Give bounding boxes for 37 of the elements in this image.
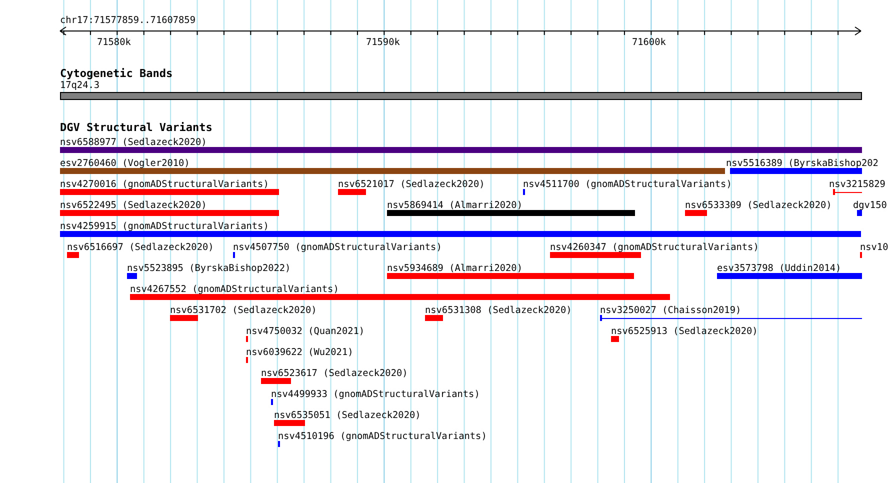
track-title: Cytogenetic Bands	[60, 67, 173, 80]
variant-label: nsv4499933 (gnomADStructuralVariants)	[271, 389, 480, 401]
variant-label: nsv6535051 (Sedlazeck2020)	[274, 410, 421, 422]
tick-label: 71600k	[632, 37, 666, 49]
variant-label: nsv6523617 (Sedlazeck2020)	[261, 368, 408, 380]
variant-label: nsv6588977 (Sedlazeck2020)	[60, 137, 207, 149]
variant-label: nsv6531702 (Sedlazeck2020)	[170, 305, 317, 317]
variant-label: nsv4511700 (gnomADStructuralVariants)	[523, 179, 732, 191]
variant-label: nsv3215829	[829, 179, 886, 191]
variant-label: nsv4507750 (gnomADStructuralVariants)	[233, 242, 442, 254]
band-label: 17q24.3	[60, 80, 100, 92]
variant-label: nsv5523895 (ByrskaBishop2022)	[127, 263, 291, 275]
tick-label: 71590k	[366, 37, 400, 49]
variant-label: nsv5934689 (Almarri2020)	[387, 263, 522, 275]
variant-label: nsv4259915 (gnomADStructuralVariants)	[60, 221, 269, 233]
variant-label: nsv6525913 (Sedlazeck2020)	[611, 326, 758, 338]
tick-label: 71580k	[97, 37, 131, 49]
variant-label: nsv3250027 (Chaisson2019)	[600, 305, 742, 317]
variant-label: nsv6521017 (Sedlazeck2020)	[338, 179, 485, 191]
variant-label: nsv4260347 (gnomADStructuralVariants)	[550, 242, 759, 254]
variant-label: nsv6531308 (Sedlazeck2020)	[425, 305, 572, 317]
variant-label: esv2760460 (Vogler2010)	[60, 158, 190, 170]
locus-label: chr17:71577859..71607859	[60, 15, 196, 27]
variant-label: nsv4270016 (gnomADStructuralVariants)	[60, 179, 269, 191]
variant-label: nsv6533309 (Sedlazeck2020)	[685, 200, 832, 212]
variant-label: esv3573798 (Uddin2014)	[717, 263, 842, 275]
variant-label: nsv6039622 (Wu2021)	[246, 347, 354, 359]
variant-label: nsv10	[860, 242, 888, 254]
track-title: DGV Structural Variants	[60, 121, 212, 134]
variant-label: nsv4510196 (gnomADStructuralVariants)	[278, 431, 487, 443]
variant-label: nsv6522495 (Sedlazeck2020)	[60, 200, 207, 212]
variant-label: nsv4267552 (gnomADStructuralVariants)	[130, 284, 339, 296]
variant-label: dgv150	[853, 200, 887, 212]
variant-label: nsv6516697 (Sedlazeck2020)	[67, 242, 214, 254]
variant-label: nsv4750032 (Quan2021)	[246, 326, 365, 338]
variant-label: nsv5869414 (Almarri2020)	[387, 200, 522, 212]
variant-label: nsv5516389 (ByrskaBishop202	[726, 158, 878, 170]
